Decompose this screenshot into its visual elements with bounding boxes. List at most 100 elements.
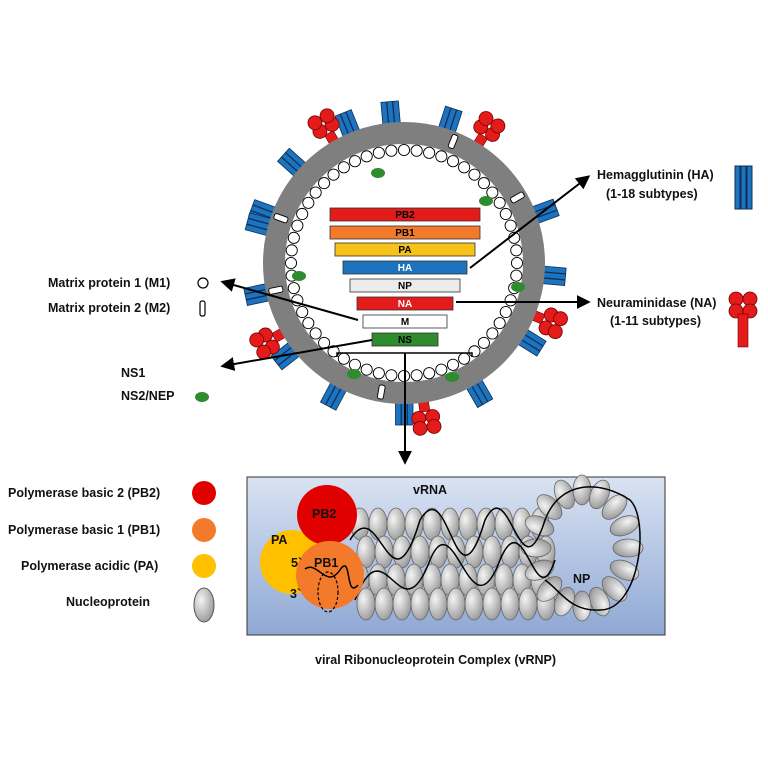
m1-bead	[410, 369, 423, 382]
m1-bead	[296, 305, 309, 319]
segment-pb2: PB2	[329, 207, 481, 222]
m1-bead	[493, 196, 506, 209]
m1-bead	[309, 186, 322, 199]
m1-bead	[348, 155, 362, 168]
m1-bead	[504, 219, 517, 232]
ns2-dot	[371, 168, 385, 178]
np-bead	[572, 474, 592, 506]
np-bead	[368, 507, 388, 541]
m2-channel	[273, 213, 289, 224]
legend: Polymerase basic 2 (PB2) Polymerase basi…	[8, 481, 216, 623]
np-bead	[458, 507, 478, 541]
m1-bead	[435, 150, 448, 163]
segment-m: M	[362, 314, 448, 329]
m2-channel	[447, 134, 459, 149]
legend-pa-swatch	[192, 554, 216, 578]
m2-symbol	[199, 300, 206, 317]
vrna-label: vRNA	[413, 483, 447, 497]
ns2-symbol	[195, 392, 209, 402]
vrnp-np-label: NP	[573, 572, 590, 586]
m1-bead	[410, 144, 423, 157]
ns-arrow	[220, 339, 373, 371]
m1-bead	[468, 168, 481, 181]
m2-ion-channels	[268, 134, 525, 400]
m1-bead	[302, 196, 315, 209]
m2-label: Matrix protein 2 (M2)	[48, 301, 170, 315]
np-bead	[612, 538, 644, 558]
rna-in-polymerase	[304, 565, 359, 589]
np-bead	[601, 576, 628, 602]
np-bead	[410, 535, 430, 569]
m1-bead	[309, 327, 322, 340]
m1-bead	[504, 294, 517, 307]
polymerase-np-dashed	[317, 571, 339, 613]
np-bead	[524, 515, 555, 537]
m1-bead	[291, 219, 304, 232]
legend-pb1-swatch	[192, 518, 216, 542]
m1-bead	[327, 168, 340, 181]
m1-bead	[446, 155, 460, 168]
np-bead	[609, 559, 640, 581]
ns2-dot	[445, 372, 459, 382]
m1-bead	[477, 336, 490, 349]
legend-np-swatch	[193, 587, 215, 623]
m1-bead	[287, 282, 300, 295]
m1-bead	[510, 269, 523, 282]
pb2-subunit	[297, 485, 357, 545]
m1-bead	[435, 363, 448, 376]
m1-bead	[318, 177, 331, 190]
ha-symbol	[734, 165, 753, 210]
m1-bead	[423, 146, 436, 159]
m1-bead	[348, 358, 362, 371]
np-bead	[572, 590, 592, 622]
legend-np-label: Nucleoprotein	[66, 595, 150, 609]
vrnp-pa-label: PA	[271, 533, 287, 547]
m1-bead	[510, 244, 523, 257]
segment-label: PA	[398, 245, 411, 256]
segment-ha: HA	[342, 260, 468, 275]
np-bead	[440, 507, 460, 541]
pb1-subunit	[296, 541, 364, 609]
m1-bead	[287, 231, 300, 244]
legend-pb2-label: Polymerase basic 2 (PB2)	[8, 486, 160, 500]
ha-label-line1: Hemagglutinin (HA)	[597, 168, 714, 182]
vrna-strand	[349, 486, 641, 611]
ns2-dot	[347, 369, 361, 379]
segment-label: HA	[398, 263, 412, 274]
m-arrow	[220, 278, 359, 321]
np-bead	[553, 586, 575, 617]
m1-bead	[337, 161, 350, 174]
m2-channel	[268, 285, 284, 295]
segment-pa: PA	[334, 242, 476, 257]
np-bead	[446, 535, 466, 569]
m1-bead	[285, 244, 298, 257]
na-symbol	[728, 291, 758, 348]
np-bead	[404, 507, 424, 541]
np-bead	[386, 507, 406, 541]
m1-bead	[423, 367, 436, 380]
ns2-nep-dots	[292, 168, 525, 382]
ns1-label: NS1	[121, 366, 145, 380]
legend-pb1-label: Polymerase basic 1 (PB1)	[8, 523, 160, 537]
m1-bead	[302, 317, 315, 330]
m2-channel	[376, 384, 386, 400]
ns2-label: NS2/NEP	[121, 389, 175, 403]
np-bead	[464, 535, 484, 569]
segment-label: NP	[398, 281, 412, 292]
segment-pb1: PB1	[329, 225, 481, 240]
segment-np: NP	[349, 278, 461, 293]
vrnp-pb1-label: PB1	[314, 556, 338, 570]
ha-arrow	[469, 175, 591, 269]
na-label-line1: Neuraminidase (NA)	[597, 296, 716, 310]
m1-bead	[477, 177, 490, 190]
ns2-dot	[292, 271, 306, 281]
m1-bead	[397, 143, 411, 157]
m1-bead	[510, 256, 524, 270]
m1-bead	[458, 352, 471, 365]
np-bead	[392, 535, 412, 569]
np-bead	[536, 576, 563, 602]
segment-label: PB1	[395, 228, 415, 239]
m1-bead	[468, 345, 481, 358]
